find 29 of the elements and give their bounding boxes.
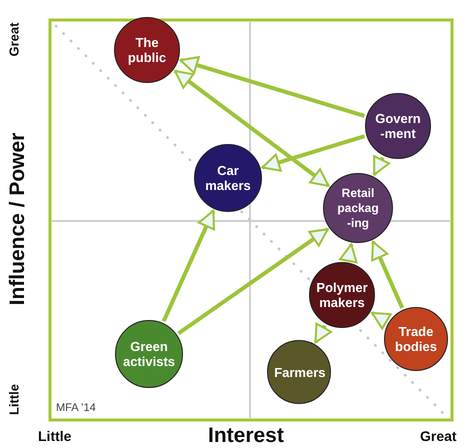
stakeholder-label: Green activists [122,339,176,369]
stakeholder-label: Polymer makers [316,280,368,310]
axis-tick-label: Great [420,428,457,444]
arrow [314,322,332,344]
arrow [261,134,366,172]
axis-tick-label: Little [6,383,22,418]
arrow [174,69,330,188]
stakeholder-circle [309,262,375,328]
axis-tick-label: Great [6,22,22,59]
axis-title: Interest [208,424,284,448]
stakeholder-label: The public [126,35,168,65]
arrow [180,56,366,118]
stakeholder-label: Car makers [204,163,252,193]
stakeholder-label: Retail packag -ing [336,186,380,230]
credit-note: MFA ’14 [56,402,96,414]
axis-tick-label: Little [38,428,72,444]
stakeholder-label: Govern -ment [374,111,422,141]
arrow [162,210,216,322]
stakeholder-circle [384,307,448,371]
axis-title: Influence / Power [6,132,30,308]
stakeholder-label: Farmers [274,364,324,380]
stakeholder-label: Trade bodies [394,324,438,354]
stakeholder-circle [323,173,393,243]
arrow [371,311,392,330]
arrow [372,155,390,176]
arrow [339,243,358,264]
stakeholder-circle [114,17,180,83]
arrow [371,240,404,309]
arrow [177,228,329,336]
